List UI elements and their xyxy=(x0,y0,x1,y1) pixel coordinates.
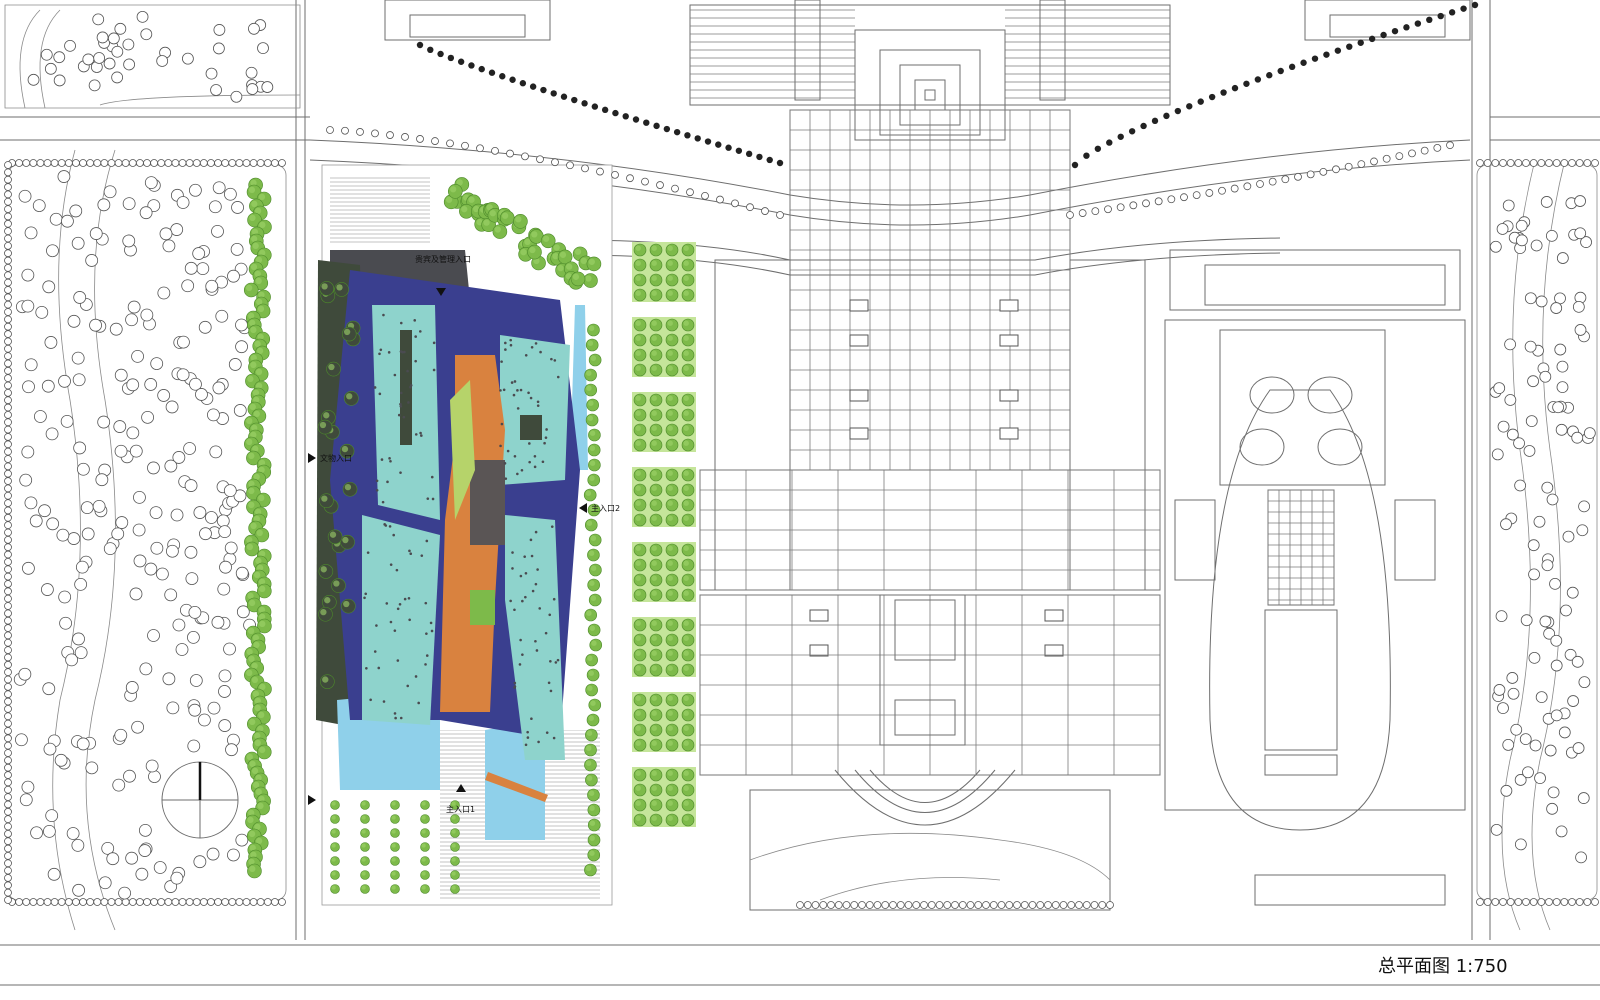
main-entrance-2-label: 主入口2 xyxy=(591,503,620,513)
gallery-block-east xyxy=(500,335,570,485)
east-building xyxy=(1164,249,1466,906)
trees xyxy=(4,1,1599,909)
vip-entrance-label: 贵宾及管理入口 xyxy=(415,254,471,264)
south-plaza xyxy=(699,594,1161,911)
bridge xyxy=(485,772,548,802)
corner-houses xyxy=(384,0,1471,41)
top-left-lot xyxy=(4,4,301,109)
museum-complex xyxy=(316,164,613,906)
west-entrance-marker xyxy=(308,795,316,805)
vip-entrance-marker: 贵宾及管理入口 xyxy=(415,254,471,296)
main-entrance-1-label: 主入口1 xyxy=(446,804,475,814)
gallery-block-southwest xyxy=(362,515,440,725)
central-plaza-grid xyxy=(699,109,1161,657)
drawing-title: 总平面图 1:750 xyxy=(1378,956,1508,977)
north-monument xyxy=(689,0,1171,141)
compass-circle xyxy=(161,761,239,839)
artifact-entrance-marker: 文物入口 xyxy=(308,453,352,463)
main-entrance-1-marker: 主入口1 xyxy=(446,784,475,814)
artifact-entrance-label: 文物入口 xyxy=(320,453,352,463)
main-entrance-2-marker: 主入口2 xyxy=(579,503,620,513)
